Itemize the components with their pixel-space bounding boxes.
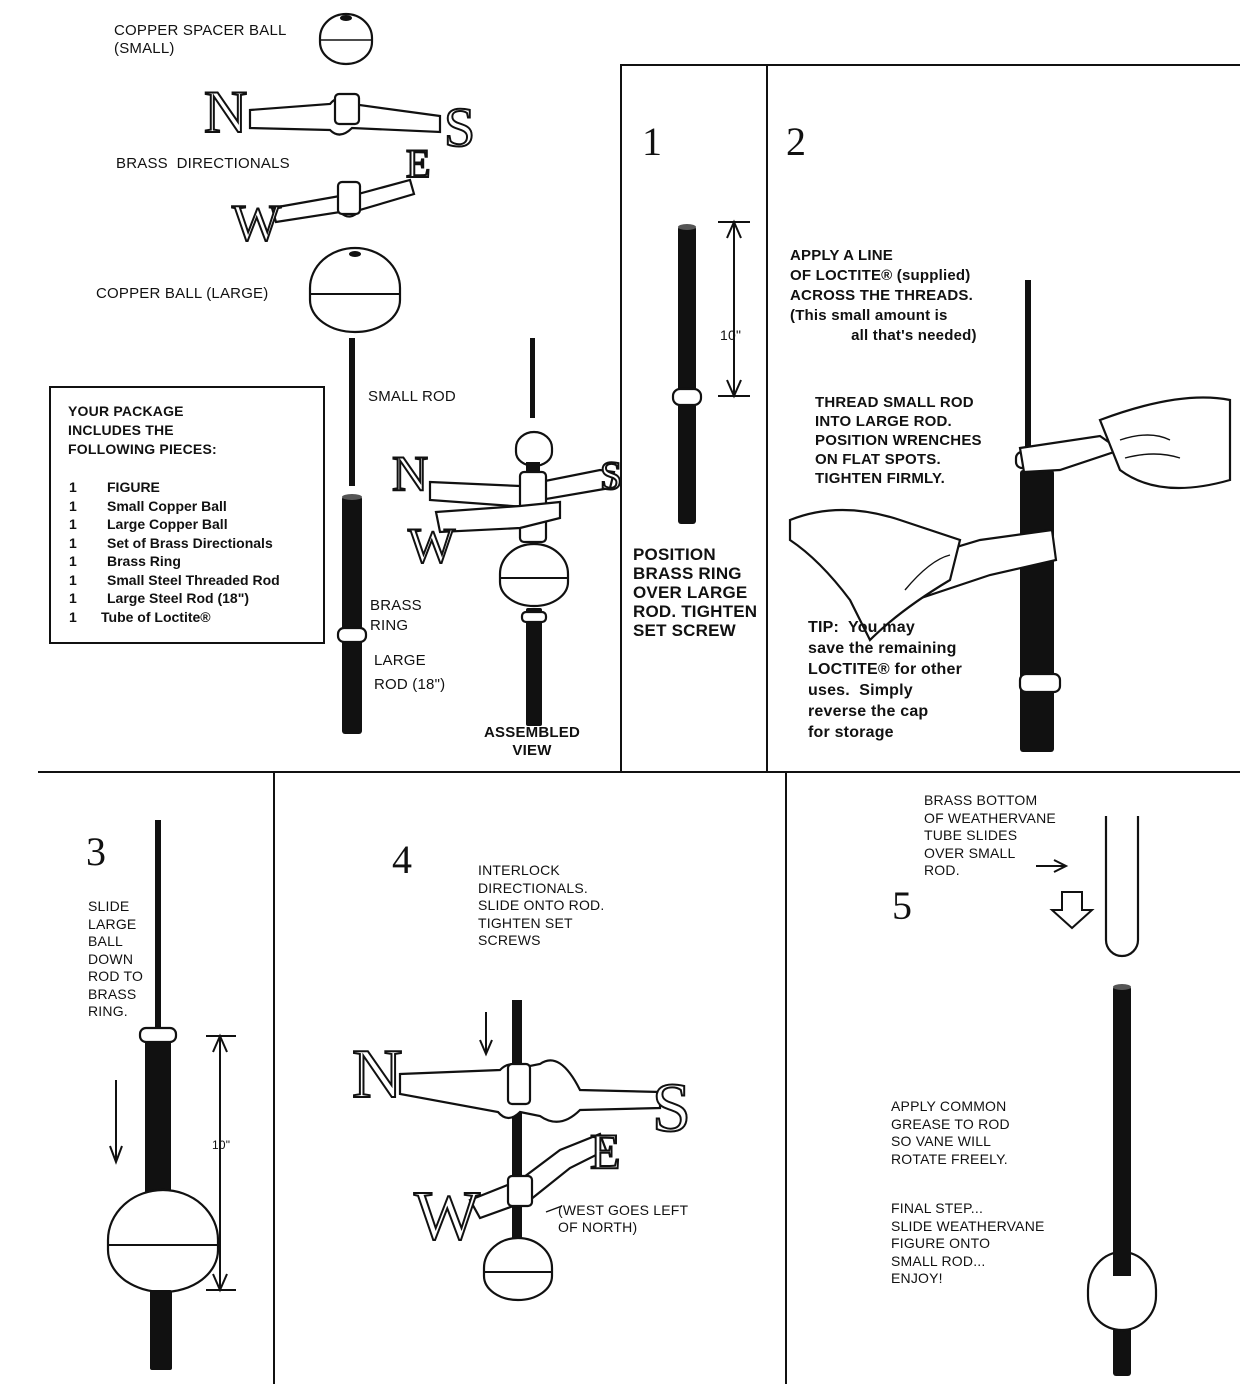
step1-dimension: 10"	[720, 327, 742, 343]
step5-final-instructions: FINAL STEP... SLIDE WEATHERVANE FIGURE O…	[891, 1200, 1045, 1286]
package-item-name: Large Copper Ball	[107, 516, 228, 532]
divider-step3-step4	[273, 771, 275, 1384]
package-item-name: Tube of Loctite®	[101, 608, 211, 625]
package-item-qty: 1	[69, 516, 77, 532]
assembled-view-drawing	[428, 338, 616, 726]
step2-thread-instructions: THREAD SMALL ROD INTO LARGE ROD. POSITIO…	[815, 394, 982, 487]
assembled-letter-n: N	[391, 445, 429, 501]
step5-number: 5	[892, 883, 912, 928]
package-item: 1 Small Steel Threaded Rod	[69, 571, 280, 590]
step4-number: 4	[392, 837, 412, 882]
package-item: 1 Tube of Loctite®	[69, 608, 280, 627]
package-item-qty: 1	[69, 553, 77, 569]
step2-number: 2	[786, 119, 806, 164]
package-item-name: FIGURE	[107, 479, 160, 495]
package-item-name: Small Steel Threaded Rod	[107, 571, 280, 588]
step4-letter-n: N	[351, 1036, 404, 1113]
step5-grease-instructions: APPLY COMMON GREASE TO ROD SO VANE WILL …	[891, 1098, 1010, 1167]
package-item-qty: 1	[69, 497, 77, 514]
spacer-ball-drawing	[318, 12, 374, 66]
step4-letter-s: S	[651, 1070, 692, 1147]
package-item-name: Small Copper Ball	[107, 497, 227, 514]
directionals-label: BRASS DIRECTIONALS	[116, 155, 290, 172]
step1-number: 1	[642, 119, 662, 164]
divider-top-step1	[620, 64, 1240, 66]
step4-instructions: INTERLOCK DIRECTIONALS. SLIDE ONTO ROD. …	[478, 862, 605, 948]
step5-tube-instructions: BRASS BOTTOM OF WEATHERVANE TUBE SLIDES …	[924, 792, 1056, 878]
step4-letter-e: E	[589, 1123, 622, 1179]
assembled-view-label: ASSEMBLED VIEW	[484, 724, 580, 759]
divider-step4-step5	[785, 771, 787, 1384]
step4-drawing	[398, 1000, 662, 1302]
package-item-qty: 1	[69, 608, 77, 625]
step3-dimension: 10"	[212, 1138, 231, 1152]
step3-number: 3	[86, 829, 106, 874]
large-rod-label: LARGE ROD (18")	[374, 652, 446, 693]
assembled-letter-w: W	[407, 517, 456, 573]
step5-drawing	[1036, 816, 1158, 1376]
brass-ring-drawing	[336, 626, 368, 644]
divider-horizontal-middle	[38, 771, 1240, 773]
large-ball-drawing	[308, 246, 402, 334]
package-heading: YOUR PACKAGE INCLUDES THE FOLLOWING PIEC…	[68, 403, 217, 457]
package-item: 1 Brass Ring	[69, 552, 280, 571]
step4-note: (WEST GOES LEFT OF NORTH)	[558, 1202, 689, 1235]
assembled-letter-s: S	[599, 453, 623, 498]
step3-instructions: SLIDE LARGE BALL DOWN ROD TO BRASS RING.	[88, 898, 144, 1019]
package-item-name: Large Steel Rod (18")	[107, 590, 250, 606]
compass-letter-e: E	[405, 141, 431, 186]
large-ball-label: COPPER BALL (LARGE)	[96, 285, 269, 302]
package-item-qty: 1	[69, 479, 77, 495]
spacer-ball-label: COPPER SPACER BALL (SMALL)	[114, 22, 287, 57]
brass-ring-label: BRASS RING	[370, 597, 422, 634]
divider-step1-left	[620, 64, 622, 772]
package-item-name: Brass Ring	[107, 553, 181, 569]
large-rod-drawing	[342, 496, 362, 734]
package-item-qty: 1	[69, 534, 77, 551]
small-rod-drawing	[349, 338, 355, 486]
compass-letter-n: N	[203, 79, 248, 145]
package-contents-box: YOUR PACKAGE INCLUDES THE FOLLOWING PIEC…	[49, 386, 325, 644]
divider-step1-step2	[766, 64, 768, 772]
package-item-qty: 1	[69, 571, 77, 588]
step2-loctite-instructions: APPLY A LINE OF LOCTITE® (supplied) ACRO…	[790, 247, 977, 344]
step2-tip: TIP: You may save the remaining LOCTITE®…	[808, 619, 963, 741]
package-item: 1 Large Copper Ball	[69, 515, 280, 534]
package-item: 1 FIGURE	[69, 478, 280, 497]
compass-letter-s: S	[443, 97, 476, 159]
package-item-qty: 1	[69, 590, 77, 606]
step4-letter-w: W	[413, 1178, 481, 1255]
package-item: 1 Large Steel Rod (18")	[69, 589, 280, 608]
package-item-name: Set of Brass Directionals	[107, 534, 273, 551]
small-rod-label: SMALL ROD	[368, 388, 456, 405]
package-item: 1 Set of Brass Directionals	[69, 534, 280, 553]
step1-instructions: POSITION BRASS RING OVER LARGE ROD. TIGH…	[633, 545, 758, 640]
ns-directional-drawing	[248, 92, 442, 136]
ew-directional-drawing	[270, 178, 416, 224]
step2-drawing	[788, 280, 1232, 752]
step3-drawing	[106, 820, 236, 1370]
compass-letter-w: W	[231, 195, 282, 252]
package-item: 1 Small Copper Ball	[69, 497, 280, 516]
step1-drawing	[671, 219, 750, 524]
